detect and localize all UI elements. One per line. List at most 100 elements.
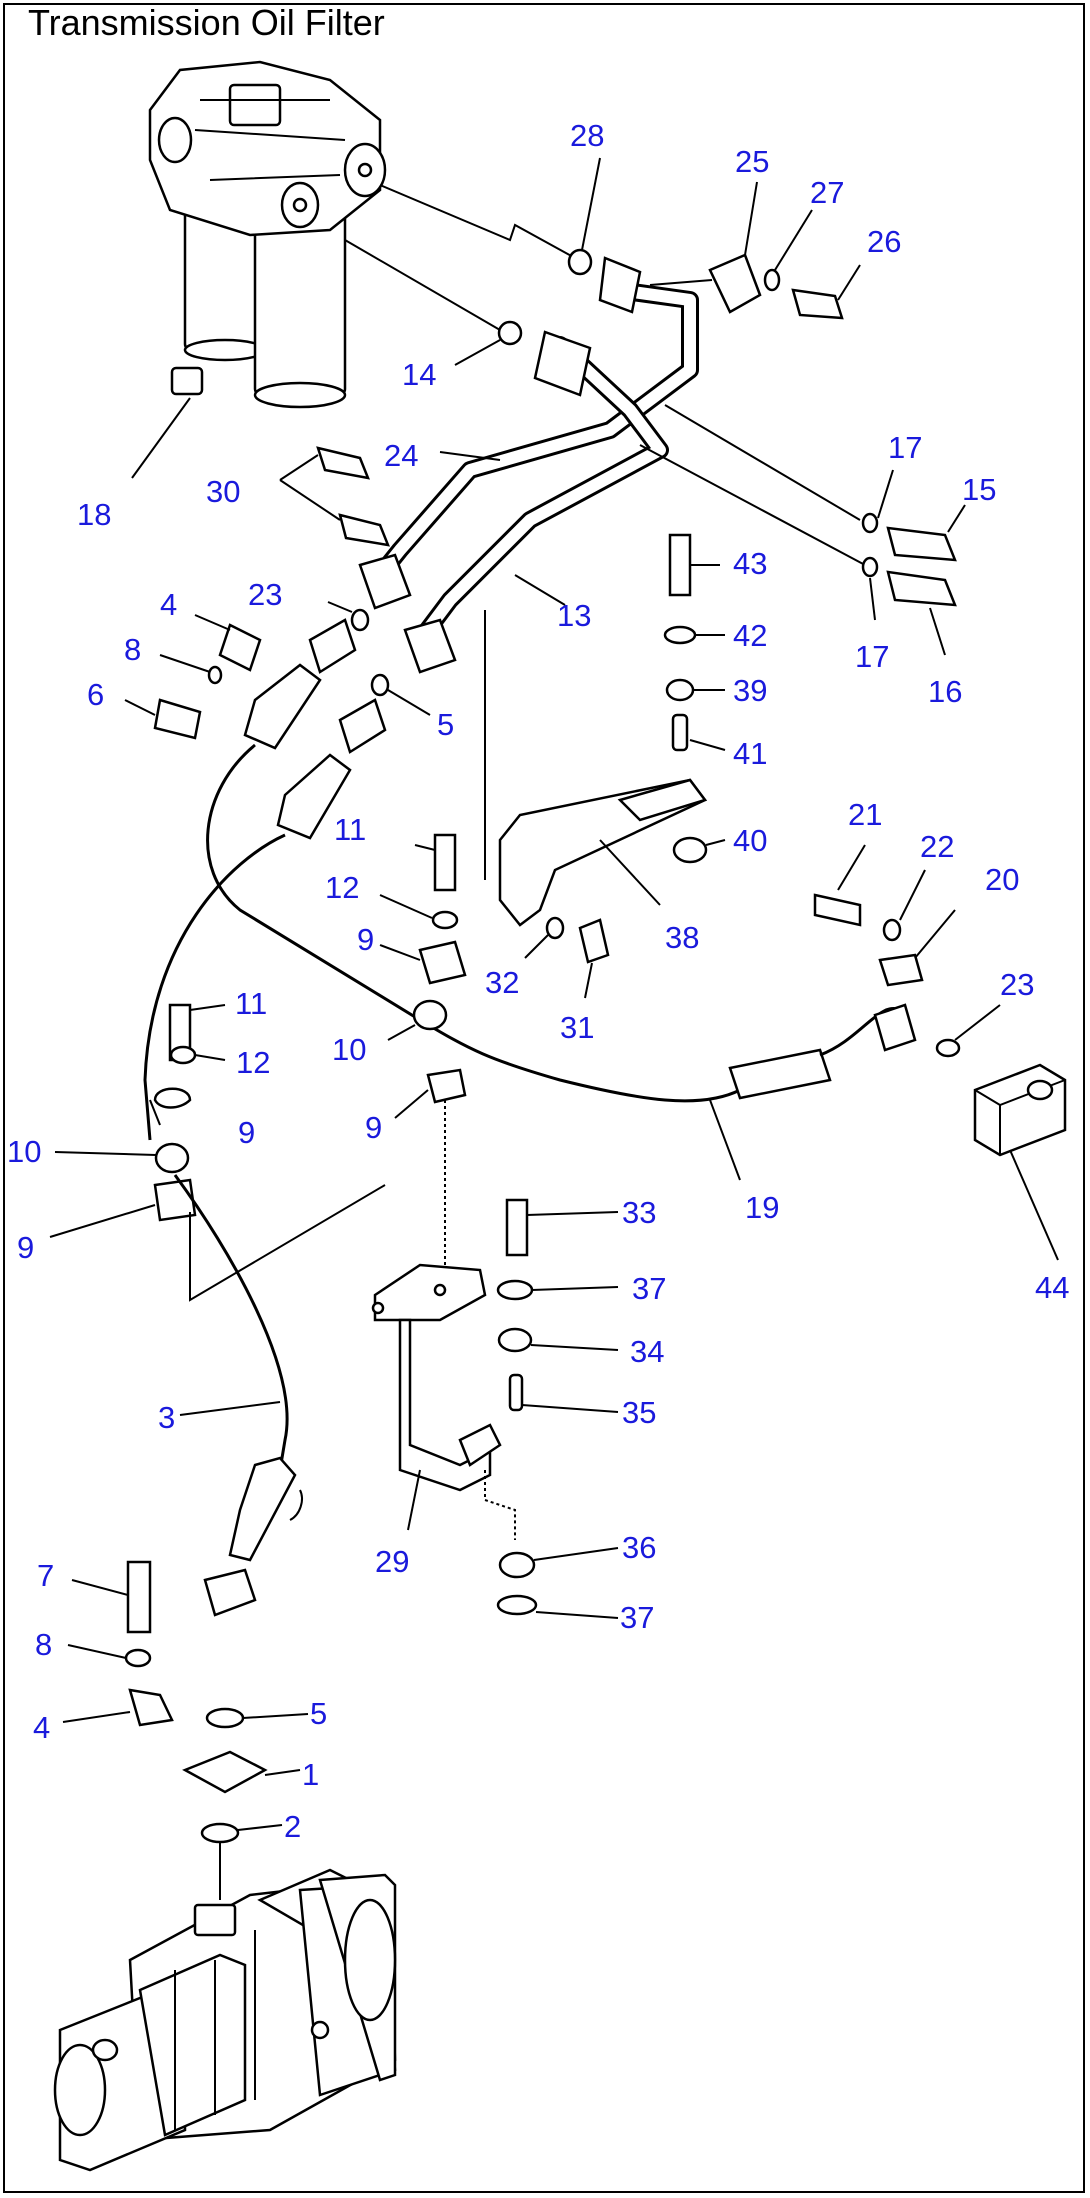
pump-assembly: [53, 1868, 397, 2172]
hose-3-end: [228, 1456, 297, 1562]
part-spacer-41: [671, 713, 689, 752]
leader-23a: [327, 601, 353, 613]
callout-22: 22: [920, 829, 954, 864]
callout-14: 14: [402, 357, 436, 392]
part-washer-8b: [124, 1648, 152, 1668]
leader-25: [744, 181, 758, 256]
part-clamp-25: [708, 253, 762, 314]
hose-branch-left: [143, 833, 286, 1141]
callout-9c: 9: [17, 1230, 34, 1265]
leader-12b: [194, 1054, 226, 1061]
part-washer-8a: [207, 665, 223, 685]
part-bolt-33: [505, 1198, 529, 1257]
part-oring-23b: [935, 1038, 961, 1058]
leader-22: [899, 869, 926, 921]
callout-34: 34: [630, 1334, 664, 1369]
part-clamp-10b: [412, 999, 448, 1031]
hose-3-fitting: [203, 1568, 257, 1617]
callout-18: 18: [77, 497, 111, 532]
part-clip-9a: [418, 940, 467, 985]
part-clamp-10a: [154, 1142, 190, 1174]
diagram-title: Transmission Oil Filter: [28, 2, 385, 43]
part-nut-31: [578, 918, 610, 964]
callout-12b: 12: [236, 1045, 270, 1080]
part-bolt-6: [153, 698, 202, 740]
callout-13: 13: [557, 598, 591, 633]
leader-10a: [54, 1151, 157, 1156]
leader-36: [533, 1547, 619, 1561]
callout-19: 19: [745, 1190, 779, 1225]
leader-10b: [387, 1024, 416, 1041]
leader-8a: [159, 654, 211, 673]
callout-5b: 5: [310, 1696, 327, 1731]
part-bolt-30b: [338, 513, 390, 547]
callout-10b: 10: [332, 1032, 366, 1067]
leader-31: [584, 962, 593, 999]
leader-15: [947, 504, 966, 533]
part-tube-13: [411, 330, 669, 649]
part-bracket-38: [498, 778, 708, 927]
callout-17b: 17: [855, 639, 889, 674]
leader-tube-25: [649, 279, 713, 286]
leader-19: [709, 1099, 741, 1181]
part-washer-40: [672, 836, 708, 864]
callout-10a: 10: [7, 1134, 41, 1169]
part-washer-12a: [431, 910, 459, 930]
part-oring-5a: [370, 673, 390, 697]
hose-end-upper-a: [243, 618, 357, 750]
leader-26: [837, 264, 861, 301]
leader-11a: [414, 844, 436, 851]
leader-38: [599, 839, 661, 906]
hose-19-end: [728, 1048, 832, 1100]
callout-4b: 4: [33, 1710, 50, 1745]
leader-20: [914, 909, 956, 959]
leader-filter-28: [379, 184, 576, 259]
part-washer-42: [663, 625, 697, 645]
leader-5a: [387, 689, 431, 716]
callout-15: 15: [962, 472, 996, 507]
part-bolt-16: [886, 570, 957, 607]
part-washer-22: [882, 918, 902, 942]
callout-9a: 9: [357, 922, 374, 957]
leader-17a: [877, 469, 894, 519]
leader-5b: [242, 1713, 309, 1719]
leader-12a: [379, 894, 433, 919]
callout-27: 27: [810, 175, 844, 210]
callout-43: 43: [733, 546, 767, 581]
leader-30: [279, 454, 341, 521]
part-oring-2: [200, 1822, 240, 1844]
part-clamp-4b: [128, 1688, 174, 1727]
callout-11a: 11: [334, 812, 366, 847]
part-nut-34: [497, 1327, 533, 1353]
part-bolt-11a: [433, 833, 457, 892]
leader-24: [439, 451, 501, 461]
callout-5a: 5: [437, 707, 454, 742]
bracket-29-leader-down: [484, 1470, 516, 1540]
callout-4a: 4: [160, 587, 177, 622]
part-bolt-26: [791, 288, 844, 320]
leader-27: [774, 209, 813, 271]
leader-tube-16: [639, 444, 866, 566]
callout-9b: 9: [238, 1115, 255, 1150]
callout-9d: 9: [365, 1110, 382, 1145]
callout-7: 7: [37, 1558, 54, 1593]
leader-28: [581, 157, 601, 251]
leader-filter-14: [344, 239, 501, 331]
leader-37a: [531, 1286, 619, 1291]
part-washer-12b: [169, 1045, 197, 1065]
callout-32: 32: [485, 965, 519, 1000]
callout-23b: 23: [1000, 967, 1034, 1002]
leader-41: [689, 739, 726, 751]
callout-30: 30: [206, 474, 240, 509]
callout-16: 16: [928, 674, 962, 709]
leader-9b: [149, 1099, 161, 1126]
callout-17a: 17: [888, 430, 922, 465]
callout-37a: 37: [632, 1271, 666, 1306]
part-washer-17a: [861, 512, 879, 534]
leader-21: [837, 844, 866, 891]
callout-8b: 8: [35, 1627, 52, 1662]
part-hose-3: [173, 1174, 289, 1471]
leader-23b: [954, 1004, 1001, 1041]
callout-11b: 11: [235, 986, 267, 1021]
part-plug-18: [131, 366, 204, 479]
